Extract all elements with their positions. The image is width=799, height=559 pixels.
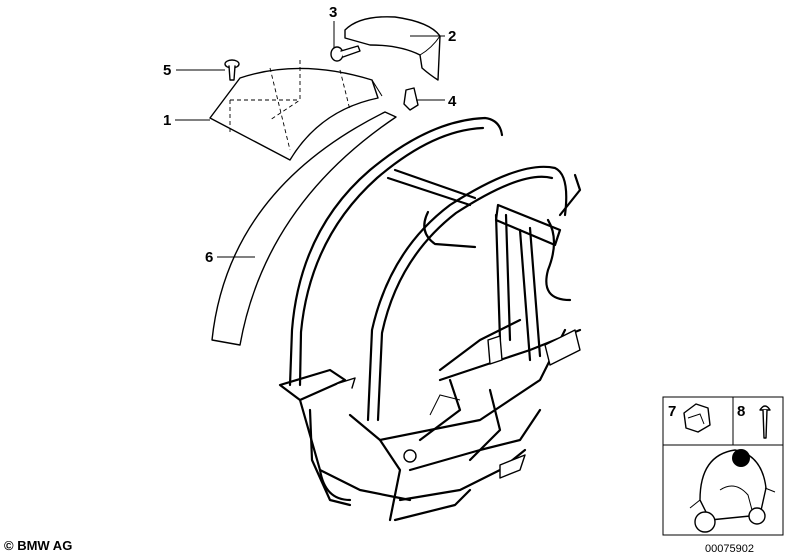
- rivet-icon: [759, 405, 771, 439]
- callout-5: 5: [163, 62, 171, 79]
- callout-2: 2: [448, 28, 456, 45]
- callout-4: 4: [448, 93, 457, 110]
- roll-bar-frame: [278, 116, 582, 522]
- washer-bolt[interactable]: [330, 45, 361, 62]
- callout-6: 6: [205, 249, 213, 266]
- trim-strip[interactable]: [211, 111, 397, 346]
- copyright-text: © BMW AG: [4, 538, 73, 553]
- inset-panel: 7 8: [662, 396, 784, 446]
- inset-label-7: 7: [668, 403, 676, 420]
- callout-3: 3: [329, 4, 337, 21]
- fastener-nut[interactable]: [403, 87, 419, 111]
- clip-icon: [683, 403, 711, 433]
- diagram-id: 00075902: [705, 543, 754, 555]
- leader-lines: [175, 21, 445, 258]
- screw[interactable]: [224, 59, 240, 81]
- inset-label-8: 8: [737, 403, 745, 420]
- rear-cover[interactable]: [344, 16, 441, 81]
- scooter-location-icon: [662, 444, 784, 536]
- callout-1: 1: [163, 112, 171, 129]
- roof-panel[interactable]: [209, 60, 383, 161]
